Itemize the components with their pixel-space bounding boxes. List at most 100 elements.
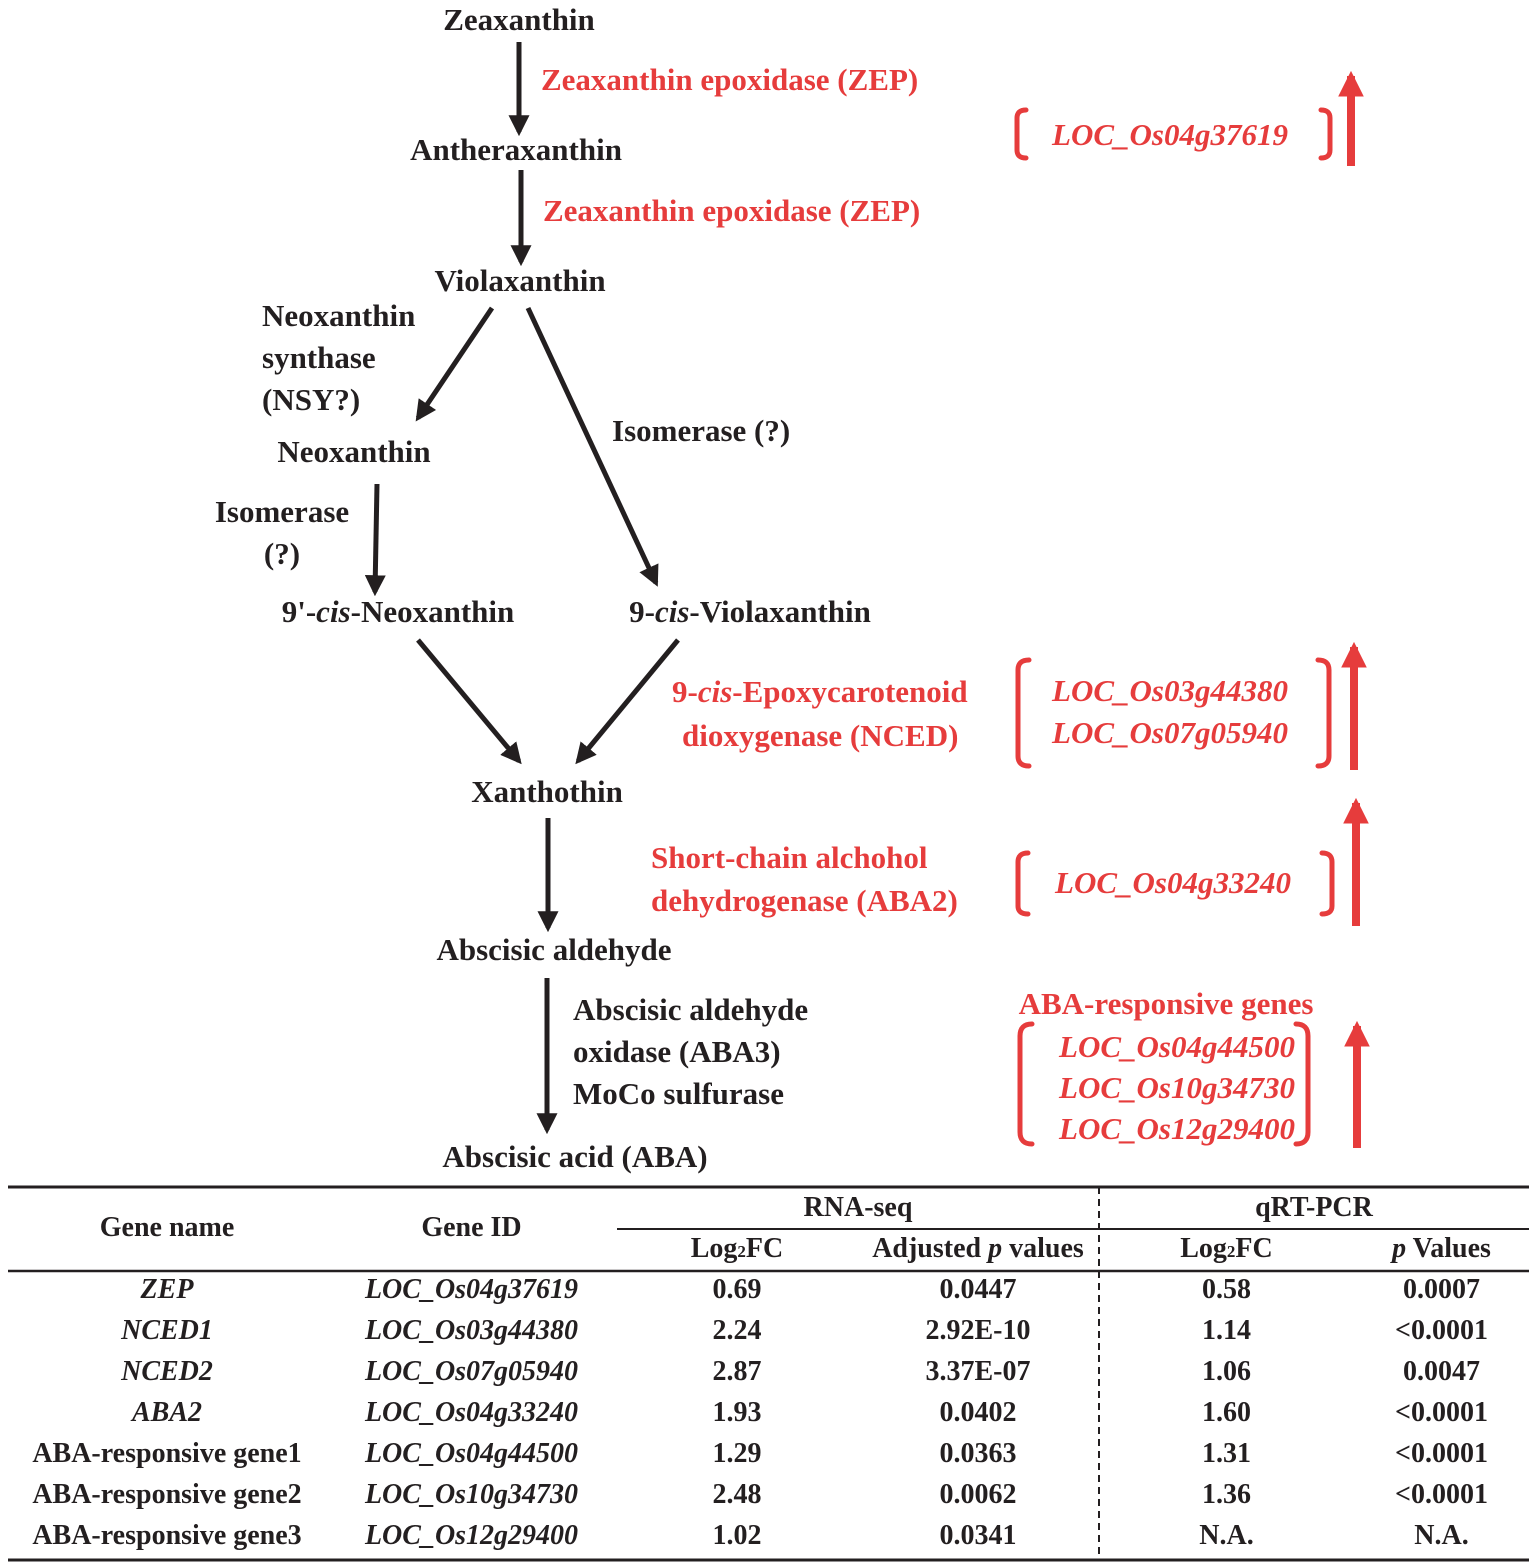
cell-qpcr-log2fc: N.A. <box>1199 1519 1254 1551</box>
cell-rna-log2fc: 2.24 <box>712 1314 762 1346</box>
cell-gene-name: NCED2 <box>121 1355 213 1387</box>
cell-gene-name: ZEP <box>140 1273 194 1305</box>
arrow-down-icon <box>364 483 386 597</box>
cell-gene-name: ABA-responsive gene3 <box>32 1519 302 1551</box>
cell-gene-id: LOC_Os04g44500 <box>364 1437 579 1469</box>
enzyme-nsy-line1: Neoxanthin <box>262 298 416 333</box>
header-qpcr-log2fc: Log2FC <box>1180 1233 1273 1264</box>
cell-rna-adj-p: 0.0341 <box>939 1519 1017 1551</box>
arrow-diagonal-icon <box>575 638 680 765</box>
compound-violaxanthin: Violaxanthin <box>434 263 606 298</box>
table-row: NCED1 LOC_Os03g44380 2.24 2.92E-10 1.14 … <box>8 1310 1529 1351</box>
enzyme-zep-2: Zeaxanthin epoxidase (ZEP) <box>543 193 921 228</box>
cell-qpcr-p: N.A. <box>1414 1519 1469 1551</box>
cell-rna-log2fc: 1.02 <box>712 1519 762 1551</box>
gene-id-aba-responsive-3: LOC_Os12g29400 <box>1059 1111 1295 1146</box>
header-p-values: p Values <box>1392 1233 1491 1264</box>
table-header-row: Gene name Gene ID RNA-seq qRT-PCR <box>8 1187 1529 1243</box>
enzyme-aba3-line3: MoCo sulfurase <box>573 1076 784 1111</box>
arrow-diagonal-icon <box>415 306 495 422</box>
enzyme-isomerase-left-line1: Isomerase <box>214 494 350 529</box>
arrow-diagonal-icon <box>416 638 522 765</box>
cell-qpcr-log2fc: 1.06 <box>1202 1355 1251 1387</box>
cell-qpcr-log2fc: 0.58 <box>1202 1273 1251 1305</box>
cell-rna-adj-p: 0.0402 <box>939 1396 1017 1428</box>
bracket-icon <box>1318 107 1333 161</box>
cell-rna-adj-p: 0.0062 <box>939 1478 1017 1510</box>
header-adjusted-p-values: Adjusted p values <box>872 1233 1084 1264</box>
enzyme-aba2-line2: dehydrogenase (ABA2) <box>651 883 958 918</box>
gene-expression-table: Gene name Gene ID RNA-seq qRT-PCR Log2FC… <box>8 1187 1529 1556</box>
bracket-icon <box>1319 850 1335 917</box>
cell-qpcr-p: 0.0007 <box>1403 1273 1480 1305</box>
cell-gene-name: ABA-responsive gene2 <box>32 1478 302 1510</box>
cell-qpcr-log2fc: 1.31 <box>1202 1437 1251 1469</box>
cell-qpcr-log2fc: 1.14 <box>1202 1314 1251 1346</box>
gene-id-aba-responsive-2: LOC_Os10g34730 <box>1059 1070 1295 1105</box>
cell-rna-log2fc: 1.29 <box>712 1437 762 1469</box>
enzyme-nsy-line2: synthase <box>262 340 376 375</box>
header-rna-log2fc: Log2FC <box>690 1233 784 1264</box>
cell-gene-id: LOC_Os10g34730 <box>364 1478 579 1510</box>
gene-id-zep: LOC_Os04g37619 <box>1052 117 1288 152</box>
cell-rna-adj-p: 0.0363 <box>939 1437 1017 1469</box>
bracket-icon <box>1014 107 1029 161</box>
compound-9-cis-neoxanthin: 9'-cis-Neoxanthin <box>281 594 515 629</box>
cell-rna-log2fc: 2.48 <box>712 1478 762 1510</box>
cell-qpcr-p: 0.0047 <box>1403 1355 1480 1387</box>
gene-id-aba-responsive-1: LOC_Os04g44500 <box>1059 1029 1295 1064</box>
table-row: ABA-responsive gene2 LOC_Os10g34730 2.48… <box>8 1474 1529 1515</box>
gene-id-nced1: LOC_Os03g44380 <box>1052 673 1288 708</box>
table-subheader-row: Log2FC Adjusted p values Log2FC p Values <box>8 1229 1529 1269</box>
cell-rna-log2fc: 0.69 <box>712 1273 762 1305</box>
header-qrt-pcr: qRT-PCR <box>1255 1192 1373 1223</box>
table-row: ABA-responsive gene3 LOC_Os12g29400 1.02… <box>8 1515 1529 1556</box>
compound-antheraxanthin: Antheraxanthin <box>410 132 622 167</box>
cell-gene-name: ABA-responsive gene1 <box>32 1437 302 1469</box>
cell-qpcr-p: <0.0001 <box>1395 1396 1488 1428</box>
cell-rna-adj-p: 0.0447 <box>939 1273 1017 1305</box>
enzyme-nced-line1: 9-cis-Epoxycarotenoid <box>672 674 968 709</box>
compound-9-cis-violaxanthin: 9-cis-Violaxanthin <box>629 594 871 629</box>
cell-gene-name: ABA2 <box>131 1396 203 1428</box>
enzyme-aba2-line1: Short-chain alchohol <box>651 840 928 875</box>
cell-qpcr-p: <0.0001 <box>1395 1314 1488 1346</box>
cell-rna-adj-p: 2.92E-10 <box>925 1314 1031 1346</box>
aba-responsive-title: ABA-responsive genes <box>1018 986 1314 1021</box>
compound-xanthothin: Xanthothin <box>471 774 623 809</box>
header-gene-name: Gene name <box>99 1212 235 1243</box>
bracket-icon <box>1293 1021 1311 1147</box>
cell-qpcr-log2fc: 1.60 <box>1202 1396 1251 1428</box>
cell-qpcr-log2fc: 1.36 <box>1202 1478 1251 1510</box>
compound-zeaxanthin: Zeaxanthin <box>443 2 595 37</box>
bracket-icon <box>1015 850 1031 917</box>
cell-qpcr-p: <0.0001 <box>1395 1437 1488 1469</box>
table-row: NCED2 LOC_Os07g05940 2.87 3.37E-07 1.06 … <box>8 1351 1529 1392</box>
cell-gene-id: LOC_Os07g05940 <box>364 1355 579 1387</box>
compound-neoxanthin: Neoxanthin <box>277 434 431 469</box>
cell-rna-log2fc: 1.93 <box>712 1396 762 1428</box>
cell-rna-adj-p: 3.37E-07 <box>925 1355 1031 1387</box>
header-rna-seq: RNA-seq <box>803 1192 913 1223</box>
cell-gene-id: LOC_Os03g44380 <box>364 1314 579 1346</box>
enzyme-aba3-line1: Abscisic aldehyde <box>573 992 809 1027</box>
gene-id-nced2: LOC_Os07g05940 <box>1052 715 1288 750</box>
gene-id-aba2: LOC_Os04g33240 <box>1055 865 1291 900</box>
compound-abscisic-acid: Abscisic acid (ABA) <box>442 1139 708 1174</box>
cell-gene-id: LOC_Os12g29400 <box>364 1519 579 1551</box>
bracket-icon <box>1017 1021 1035 1147</box>
cell-gene-id: LOC_Os04g33240 <box>364 1396 579 1428</box>
enzyme-aba3-line2: oxidase (ABA3) <box>573 1034 781 1069</box>
arrow-diagonal-icon <box>525 306 659 587</box>
bracket-icon <box>1315 657 1332 769</box>
enzyme-isomerase-left-line2: (?) <box>263 536 301 571</box>
cell-gene-name: NCED1 <box>121 1314 213 1346</box>
enzyme-isomerase-right: Isomerase (?) <box>612 413 791 448</box>
cell-gene-id: LOC_Os04g37619 <box>364 1273 579 1305</box>
table-row: ABA-responsive gene1 LOC_Os04g44500 1.29… <box>8 1433 1529 1474</box>
enzyme-zep-1: Zeaxanthin epoxidase (ZEP) <box>541 62 919 97</box>
compound-abscisic-aldehyde: Abscisic aldehyde <box>436 932 672 967</box>
enzyme-nsy-line3: (NSY?) <box>262 382 361 417</box>
table-row: ABA2 LOC_Os04g33240 1.93 0.0402 1.60 <0.… <box>8 1392 1529 1433</box>
